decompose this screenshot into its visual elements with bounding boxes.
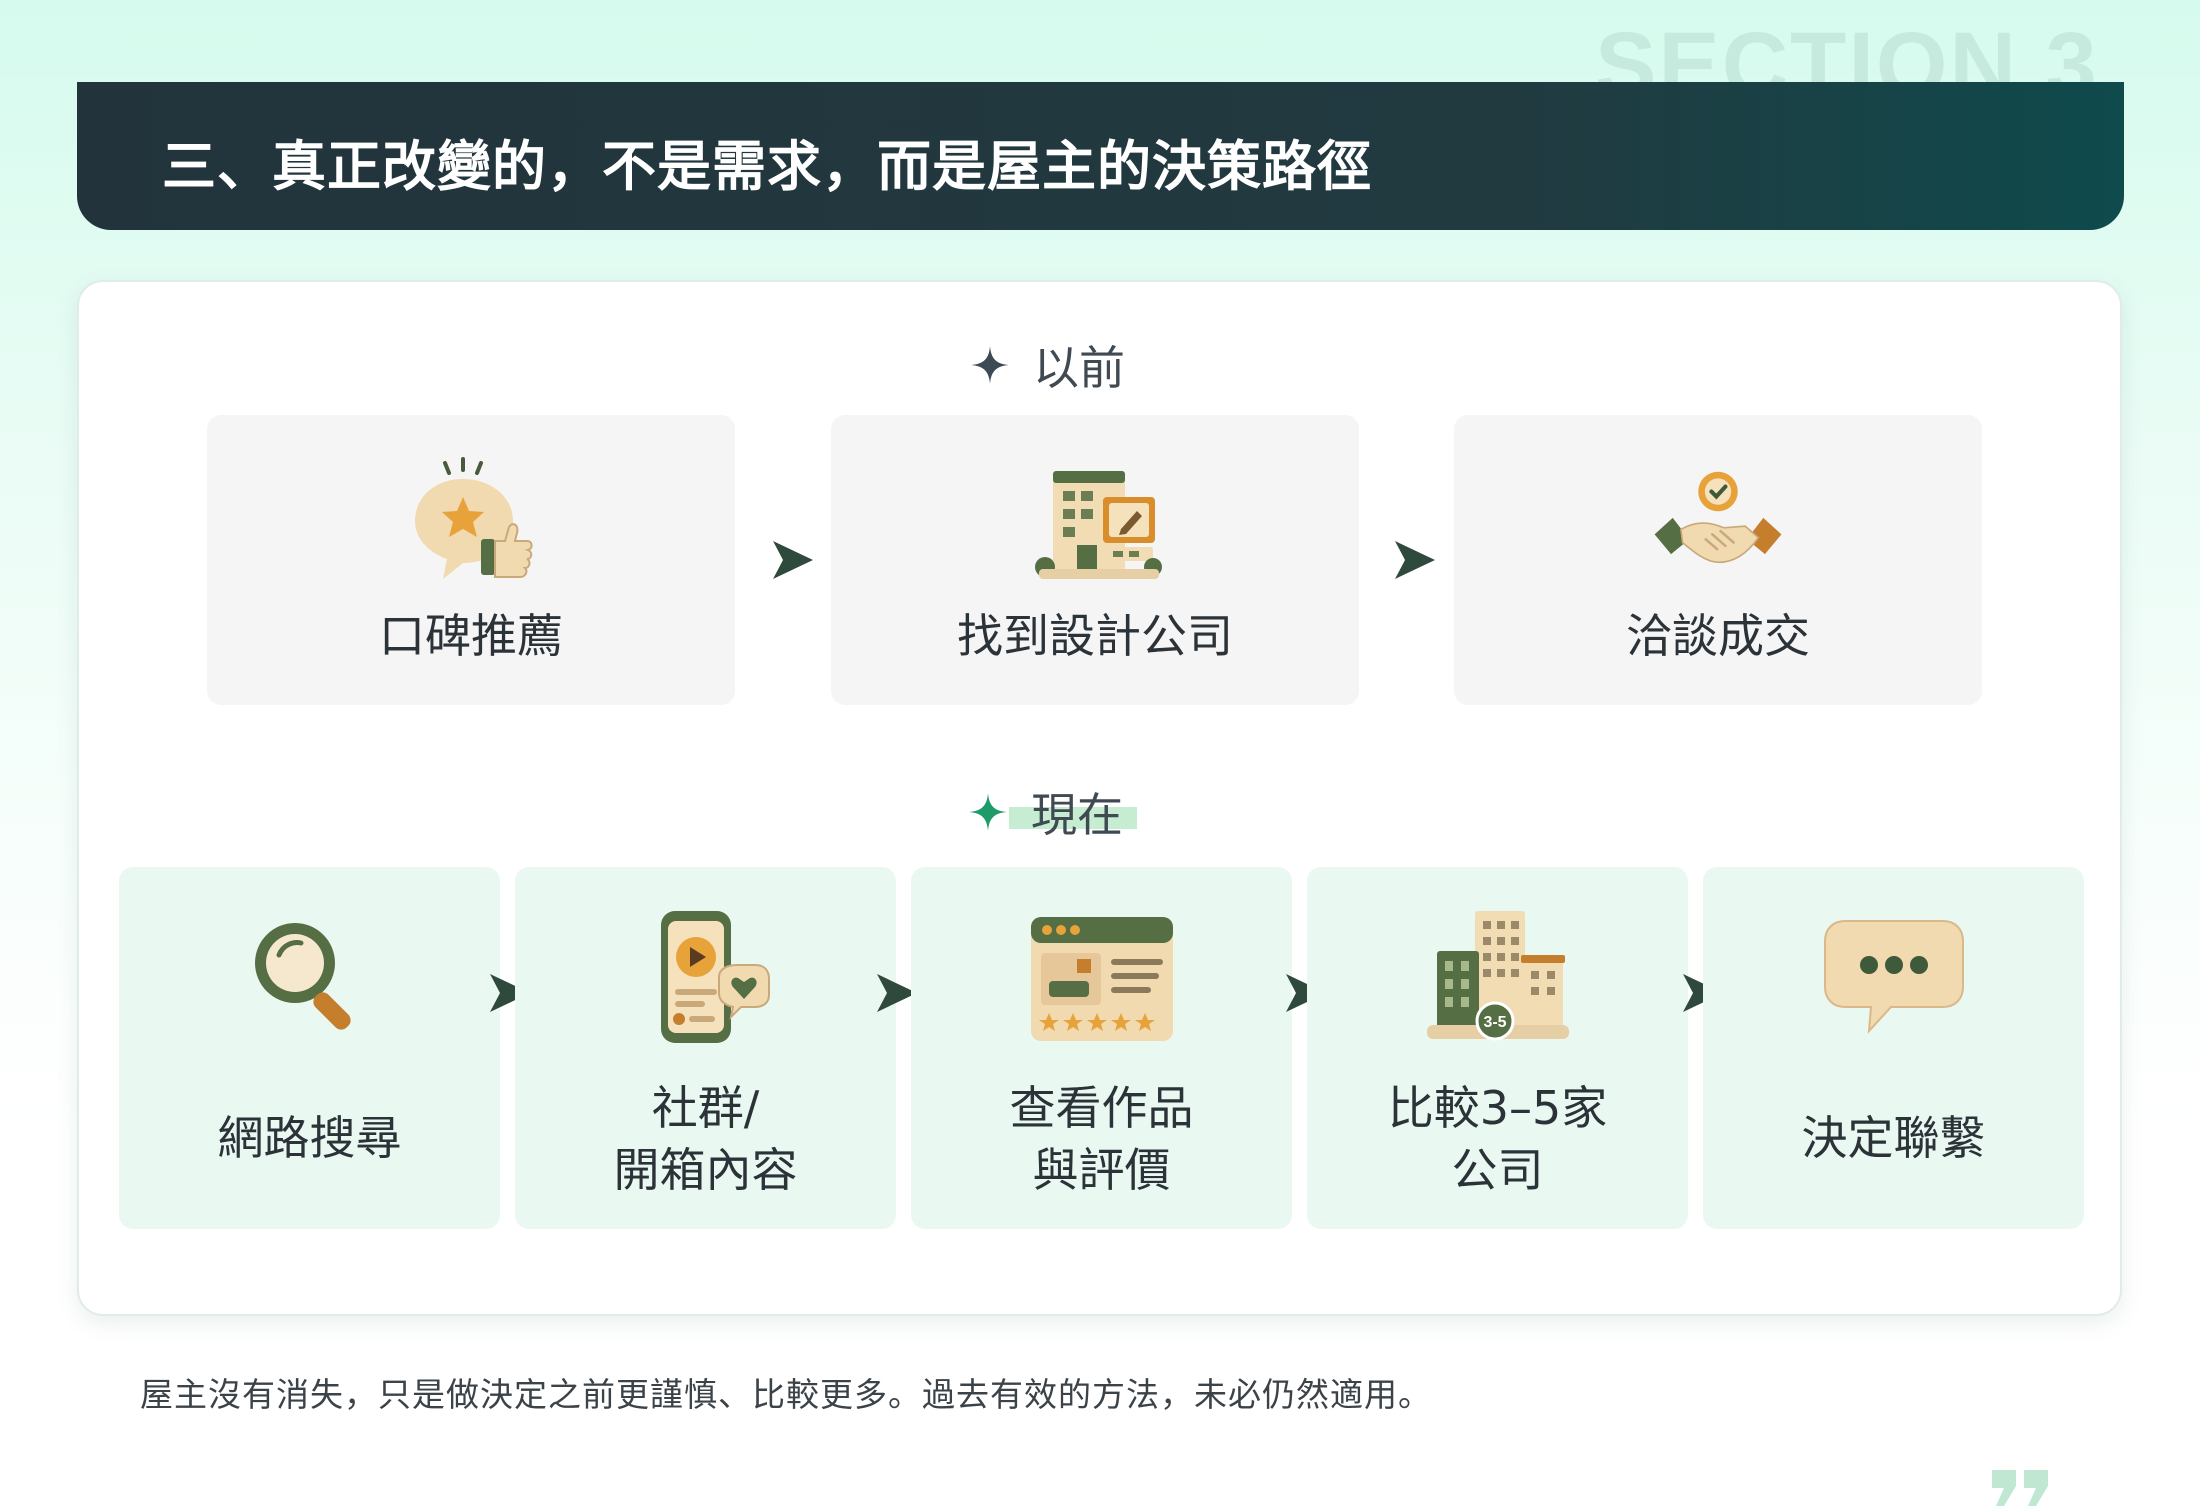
now-step-2: 社群/ 開箱內容 xyxy=(515,867,896,1229)
arrow-right-icon xyxy=(1395,541,1435,579)
now-step-1: 網路搜尋 xyxy=(119,867,500,1229)
page-title: 三、真正改變的，不是需求，而是屋主的決策路徑 xyxy=(162,135,1372,198)
quote-mark-icon xyxy=(1992,1470,2048,1506)
decision-path-card: 以前 口碑推薦 xyxy=(77,280,2122,1316)
before-step-2-label: 找到設計公司 xyxy=(957,609,1233,663)
now-step-1-label: 網路搜尋 xyxy=(217,1111,402,1165)
sparkle-icon xyxy=(969,793,1007,831)
before-step-1-label: 口碑推薦 xyxy=(379,609,563,663)
now-step-3: 查看作品 與評價 xyxy=(911,867,1292,1229)
arrow-right-icon xyxy=(877,974,917,1012)
now-row-label: 現在 xyxy=(967,779,1137,845)
compare-badge: 3-5 xyxy=(1483,1014,1506,1031)
arrow-right-icon xyxy=(773,541,813,579)
handshake-badge-icon xyxy=(1654,471,1782,564)
design-company-building-icon xyxy=(1035,471,1162,579)
chat-bubble-icon xyxy=(1823,920,1964,1034)
footer-note: 屋主沒有消失，只是做決定之前更謹慎、比較更多。過去有效的方法，未必仍然適用。 xyxy=(140,1375,1432,1414)
now-step-4-label: 比較3–5家 公司 xyxy=(1387,1081,1608,1197)
before-row-label: 以前 xyxy=(969,332,1125,398)
section-watermark: SECTION 3 xyxy=(1595,14,2099,82)
magnifier-icon xyxy=(254,923,351,1030)
phone-video-heart-icon xyxy=(660,911,770,1043)
arrow-right-icon xyxy=(1286,974,1326,1012)
now-step-5: 決定聯繫 xyxy=(1703,867,2084,1229)
now-step-5-label: 決定聯繫 xyxy=(1801,1111,1986,1165)
before-step-3-label: 洽談成交 xyxy=(1626,609,1810,663)
now-step-3-label: 查看作品 與評價 xyxy=(1009,1081,1194,1197)
now-label: 現在 xyxy=(1031,788,1123,842)
sparkle-icon xyxy=(971,346,1009,384)
now-step-4: 3-5 比較3–5家 公司 xyxy=(1307,867,1688,1229)
before-label: 以前 xyxy=(1033,341,1125,395)
portfolio-rating-window-icon xyxy=(1030,917,1173,1041)
header-bar: 三、真正改變的，不是需求，而是屋主的決策路徑 xyxy=(77,82,2124,230)
before-step-3: 洽談成交 xyxy=(1454,415,1982,705)
buildings-compare-icon: 3-5 xyxy=(1426,911,1569,1041)
arrow-right-icon xyxy=(490,974,530,1012)
now-label-highlight xyxy=(1009,807,1137,829)
thumbs-up-star-icon xyxy=(415,457,533,579)
now-step-2-label: 社群/ 開箱內容 xyxy=(613,1081,798,1197)
before-step-1: 口碑推薦 xyxy=(207,415,735,705)
before-step-2: 找到設計公司 xyxy=(831,415,1359,705)
